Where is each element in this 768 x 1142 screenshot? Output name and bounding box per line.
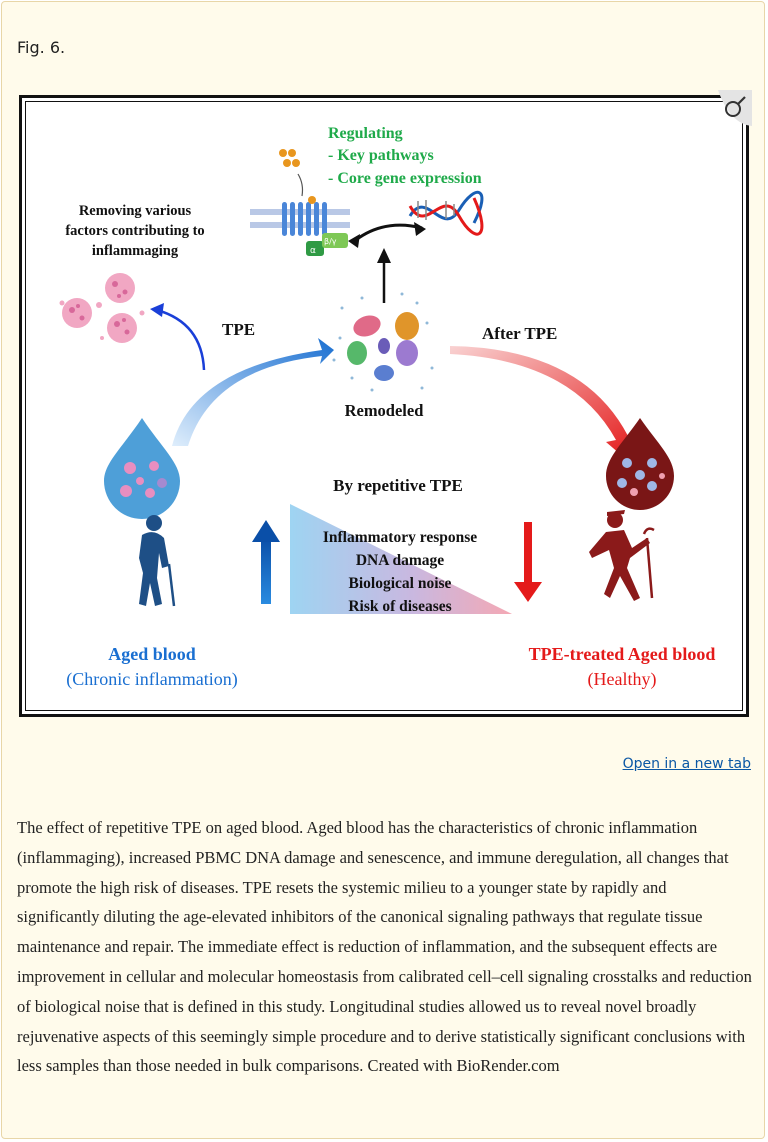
figure-frame xyxy=(25,101,743,711)
figure-image[interactable]: Regulating - Key pathways - Core gene ex… xyxy=(19,95,749,717)
regulating-title: Regulating xyxy=(328,125,403,142)
zoom-button[interactable] xyxy=(712,90,752,126)
after-tpe-arrow xyxy=(450,346,636,460)
treated-blood-subtitle: (Healthy) xyxy=(588,669,657,690)
decline-triangle xyxy=(290,504,512,614)
after-tpe-label: After TPE xyxy=(482,324,557,343)
figure-label: Fig. 6. xyxy=(17,38,66,57)
removing-text: factors contributing to xyxy=(65,223,204,239)
removal-arrow xyxy=(156,308,206,371)
aged-blood-subtitle: (Chronic inflammation) xyxy=(66,669,237,690)
tpe-label: TPE xyxy=(222,320,255,339)
decrease-arrow-icon xyxy=(514,522,542,602)
increase-arrow-icon xyxy=(252,520,280,604)
dna-icon xyxy=(408,190,484,236)
effect-item: Risk of diseases xyxy=(348,598,451,615)
beta-gamma-label: β/γ xyxy=(324,237,337,246)
repetitive-title: By repetitive TPE xyxy=(333,476,463,495)
figure-caption: The effect of repetitive TPE on aged blo… xyxy=(17,818,752,1076)
magnifier-icon xyxy=(718,90,752,126)
elderly-person-icon xyxy=(139,515,176,607)
regulating-item: - Core gene expression xyxy=(328,170,482,187)
removing-text: inflammaging xyxy=(92,243,179,259)
alpha-label: α xyxy=(310,246,316,256)
aged-blood-title: Aged blood xyxy=(108,644,196,664)
remodeled-molecules-icon xyxy=(332,292,434,392)
ligand-icon xyxy=(279,149,304,197)
tpe-arrow xyxy=(172,338,334,446)
effect-item: Inflammatory response xyxy=(323,529,477,546)
inflammatory-cells-icon xyxy=(59,273,145,343)
blood-drop-icon xyxy=(104,418,180,519)
treated-blood-title: TPE-treated Aged blood xyxy=(529,644,716,664)
effect-item: DNA damage xyxy=(356,552,444,569)
remodeled-label: Remodeled xyxy=(345,401,424,420)
removing-text: Removing various xyxy=(79,203,192,219)
receptor-icon: α β/γ xyxy=(250,196,350,256)
effect-item: Biological noise xyxy=(349,575,452,592)
blood-drop-icon xyxy=(606,418,674,510)
pathway-arrow xyxy=(351,223,423,245)
diagram: Regulating - Key pathways - Core gene ex… xyxy=(59,125,716,690)
dancing-person-icon xyxy=(589,510,655,601)
regulating-item: - Key pathways xyxy=(328,147,434,164)
open-in-new-tab-link[interactable]: Open in a new tab xyxy=(622,756,751,772)
